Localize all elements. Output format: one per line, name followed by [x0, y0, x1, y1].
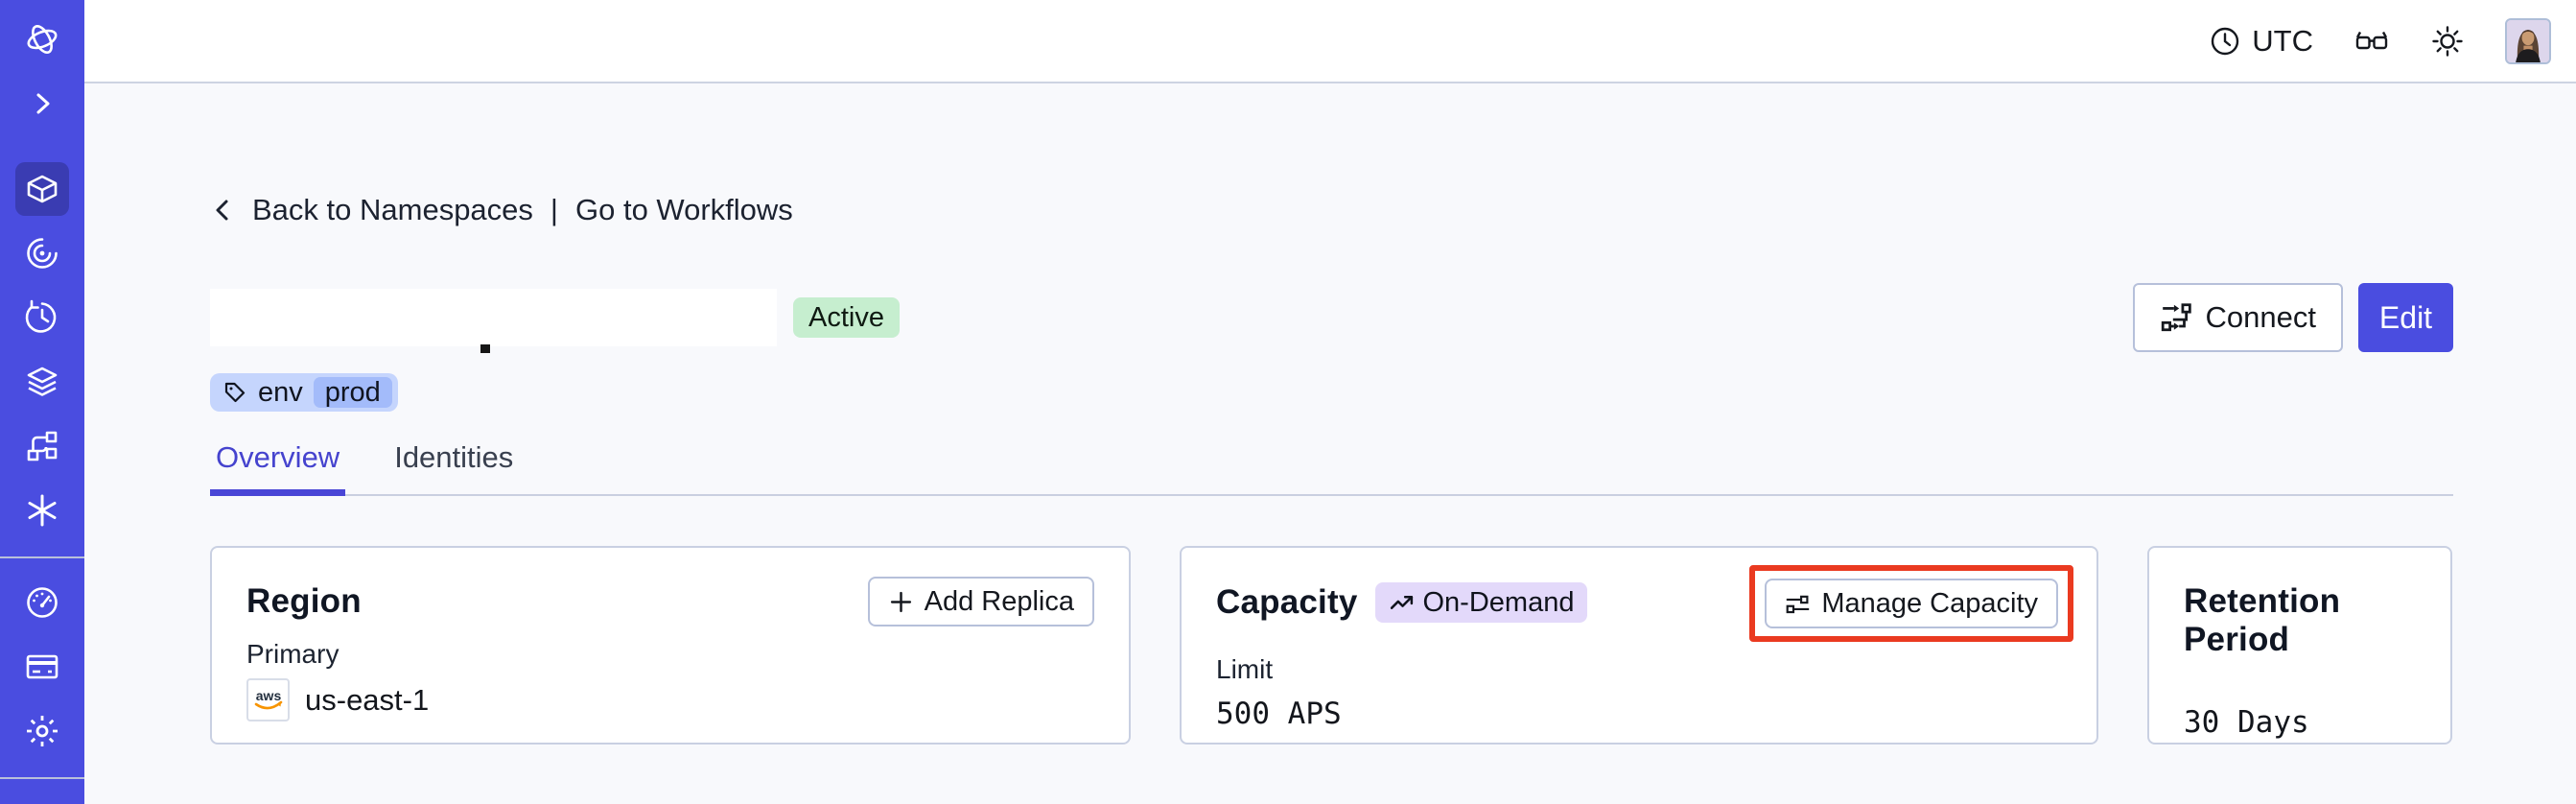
trending-up-icon — [1390, 595, 1413, 609]
manage-capacity-label: Manage Capacity — [1821, 587, 2038, 619]
temporal-logo-icon[interactable] — [15, 12, 69, 66]
sidebar-divider — [0, 777, 84, 779]
capacity-limit-label: Limit — [1216, 654, 1274, 684]
manage-capacity-button[interactable]: Manage Capacity — [1765, 579, 2058, 628]
namespace-title-row: Active Connect Edit — [210, 283, 2453, 353]
sidebar-item-usage[interactable] — [15, 576, 69, 629]
sidebar-divider — [0, 556, 84, 558]
add-replica-button[interactable]: Add Replica — [867, 577, 1094, 627]
tag-icon — [224, 382, 246, 403]
sidebar-item-nexus[interactable] — [15, 419, 69, 473]
tab-identities[interactable]: Identities — [394, 440, 514, 474]
sidebar-item-billing[interactable] — [15, 640, 69, 694]
asterisk-icon — [28, 494, 57, 527]
clock-history-icon — [25, 299, 57, 333]
sidebar-item-settings[interactable] — [15, 704, 69, 758]
timezone-label: UTC — [2252, 23, 2313, 58]
aws-logo-icon: aws — [246, 678, 290, 721]
sidebar-item-namespaces[interactable] — [15, 162, 69, 216]
region-card: Region Add Replica Primary aws — [210, 546, 1131, 745]
gear-icon — [27, 716, 58, 746]
sliders-icon — [1786, 595, 1810, 613]
region-card-title: Region — [246, 582, 362, 620]
breadcrumb-separator: | — [550, 193, 558, 226]
breadcrumb: Back to Namespaces | Go to Workflows — [210, 193, 2453, 227]
layers-icon — [27, 367, 58, 396]
edit-button-label: Edit — [2378, 299, 2433, 335]
go-to-workflows-link[interactable]: Go to Workflows — [574, 193, 793, 226]
sidebar-item-schedules[interactable] — [15, 291, 69, 344]
clock-icon — [2212, 27, 2239, 55]
redaction-artifact — [480, 344, 490, 353]
user-avatar[interactable] — [2505, 17, 2551, 64]
cards-row: Region Add Replica Primary aws — [210, 546, 2453, 745]
sidebar — [0, 0, 84, 804]
gauge-icon — [27, 587, 58, 618]
svg-text:aws: aws — [255, 688, 281, 703]
back-chevron-icon[interactable] — [210, 198, 235, 223]
branch-pipeline-icon — [27, 431, 58, 461]
tag-key: env — [258, 376, 303, 408]
cube-icon — [27, 175, 58, 203]
add-replica-label: Add Replica — [924, 585, 1074, 617]
timezone-selector[interactable]: UTC — [2210, 24, 2313, 59]
namespace-title-redacted — [210, 289, 777, 353]
capacity-card: Capacity On-Demand — [1180, 546, 2098, 745]
connect-button[interactable]: Connect — [2132, 283, 2343, 352]
capacity-value: 500 APS — [1216, 697, 1342, 731]
sidebar-item-deployments[interactable] — [15, 355, 69, 409]
namespace-tag-chip[interactable]: env prod — [210, 373, 398, 412]
sidebar-item-help[interactable] — [15, 796, 69, 804]
theme-toggle-sun-icon[interactable] — [2430, 24, 2465, 59]
back-to-namespaces-link[interactable]: Back to Namespaces — [252, 193, 533, 226]
tag-row: env prod — [210, 373, 2453, 412]
red-annotation-highlight: Manage Capacity — [1749, 565, 2073, 642]
on-demand-badge: On-Demand — [1374, 582, 1588, 623]
spiral-eye-icon — [27, 238, 58, 269]
sidebar-item-batch-operations[interactable] — [15, 484, 69, 537]
plus-icon — [890, 591, 911, 612]
retention-card: Retention Period 30 Days — [2147, 546, 2452, 745]
credit-card-icon — [26, 654, 59, 679]
tag-value: prod — [313, 377, 392, 408]
top-bar: UTC — [84, 0, 2576, 83]
main-content: Back to Namespaces | Go to Workflows Act… — [84, 85, 2576, 804]
retention-card-title: Retention Period — [2184, 582, 2341, 658]
tab-overview[interactable]: Overview — [210, 440, 346, 496]
retention-value: 30 Days — [2184, 705, 2309, 740]
sidebar-expand-chevron-icon[interactable] — [15, 77, 69, 130]
sidebar-item-workflows[interactable] — [15, 226, 69, 280]
tab-bar: Overview Identities — [210, 440, 2453, 496]
connect-button-label: Connect — [2205, 300, 2316, 334]
region-primary-label: Primary — [246, 639, 340, 669]
status-badge: Active — [793, 297, 900, 338]
edit-button[interactable]: Edit — [2358, 283, 2453, 352]
capacity-card-title: Capacity — [1216, 583, 1358, 621]
on-demand-label: On-Demand — [1422, 586, 1575, 618]
labs-glasses-icon[interactable] — [2354, 23, 2390, 59]
connect-flow-icon — [2161, 303, 2191, 332]
region-value: us-east-1 — [305, 682, 430, 717]
